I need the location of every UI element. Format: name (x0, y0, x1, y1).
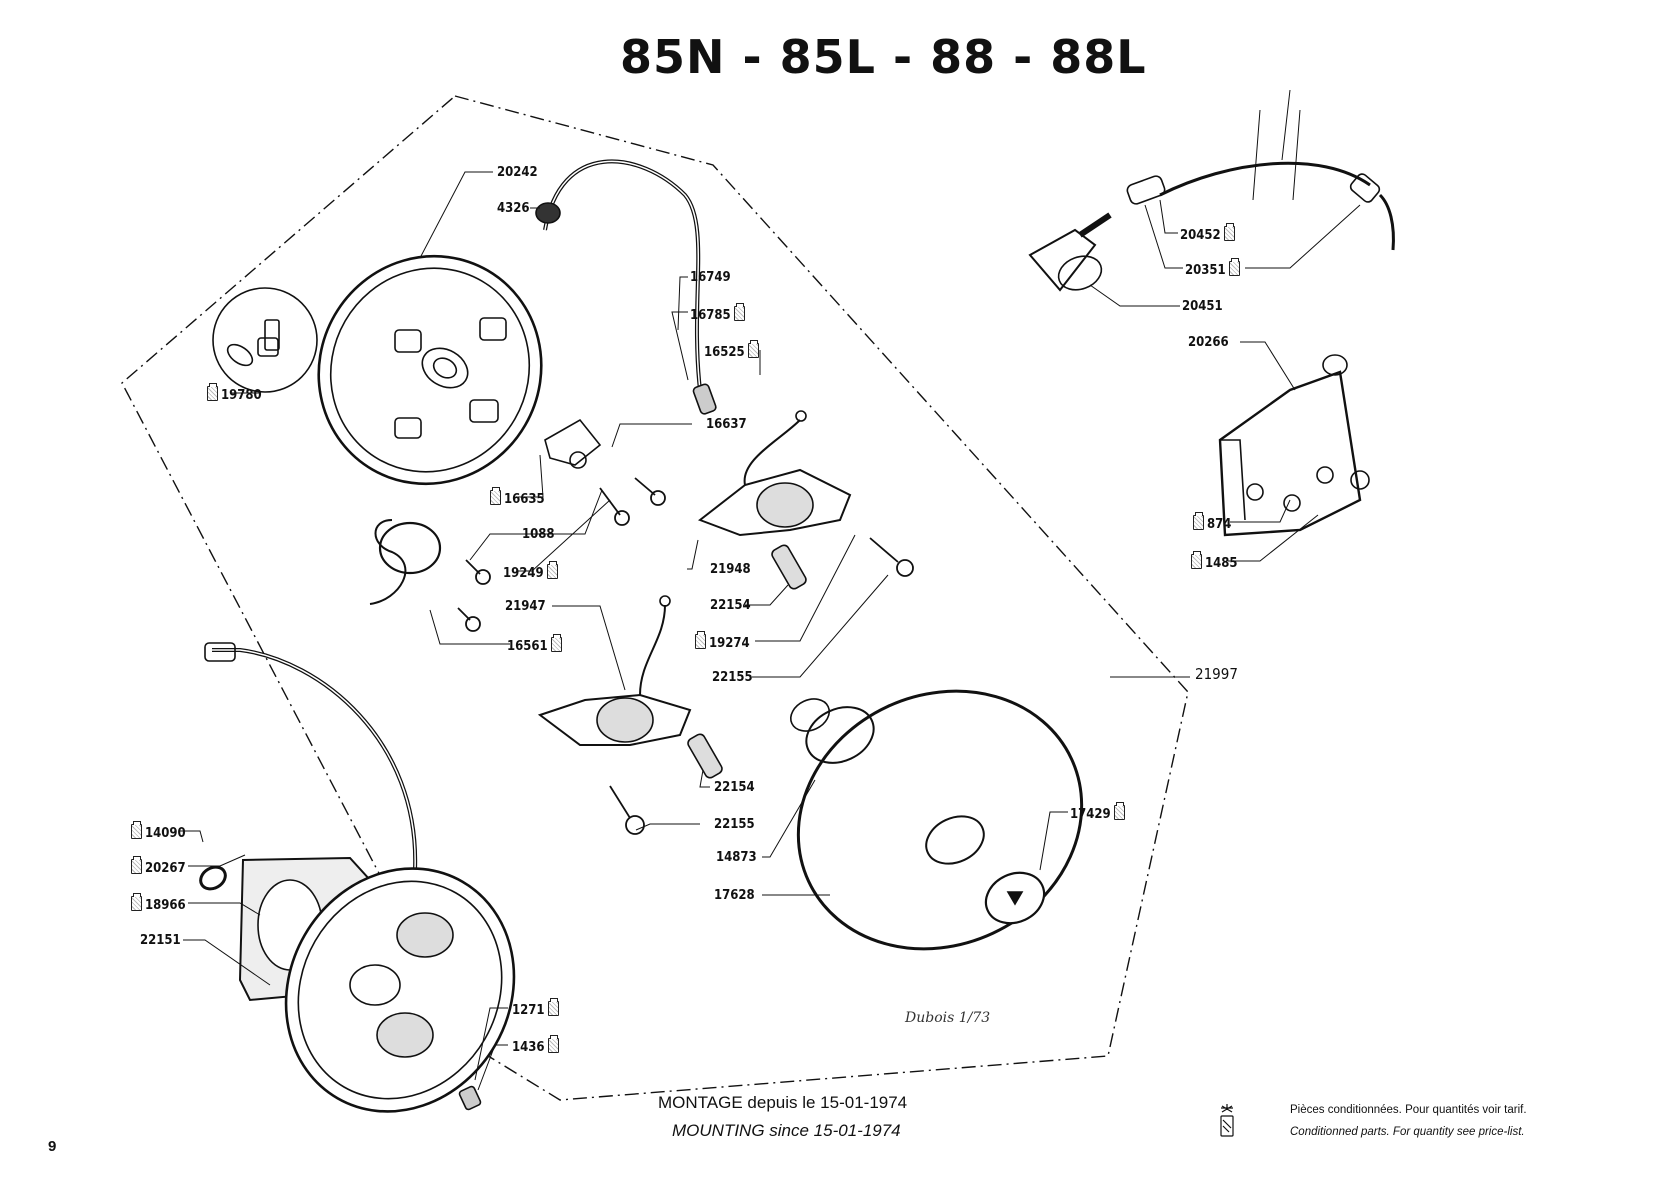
conditioned-icon (733, 303, 745, 321)
part-label: 20452 (1180, 223, 1238, 244)
condenser-drawing (369, 519, 442, 605)
conditioned-icon (747, 340, 759, 358)
part-label: 20451 (1182, 299, 1223, 314)
lower-stator-drawing (199, 642, 516, 1113)
signature: Dubois 1/73 (905, 1010, 991, 1026)
conditioned-icon (131, 893, 142, 911)
conditioned-icon (695, 631, 706, 649)
conditioned-icon (546, 561, 558, 579)
wire-16749 (543, 159, 702, 391)
conditioned-icon (1223, 223, 1235, 241)
conditioned-icon (547, 998, 559, 1016)
flywheel-drawing (789, 689, 1084, 951)
diagram-title: 85N - 85L - 88 - 88L (620, 30, 1147, 84)
part-label: 20351 (1185, 258, 1243, 279)
page-number: 9 (48, 1138, 57, 1155)
part-label: 22154 (710, 598, 751, 613)
part-label: 22155 (712, 670, 753, 685)
footer-en: MOUNTING since 15-01-1974 (672, 1121, 901, 1140)
part-label: 874 (1190, 512, 1231, 533)
conditioned-icon (547, 1035, 559, 1053)
conditioned-icon (1113, 802, 1125, 820)
part-label: 16561 (507, 634, 565, 655)
part-label: 16525 (704, 340, 762, 361)
coil-21947-drawing (537, 595, 692, 746)
ht-coil-drawing (1218, 354, 1370, 537)
part-label: 17429 (1070, 802, 1128, 823)
part-label: 19274 (692, 631, 750, 652)
part-label: 1436 (512, 1035, 562, 1056)
assembly-boundary (121, 95, 1189, 1101)
part-label: 20267 (128, 856, 186, 877)
legend-en: Conditionned parts. For quantity see pri… (1290, 1126, 1525, 1138)
part-label: 19780 (204, 383, 262, 404)
part-label: 16749 (690, 270, 731, 285)
detail-circle-19780 (212, 287, 318, 393)
part-label: 4326 (497, 201, 530, 216)
part-label: 1088 (522, 527, 555, 542)
part-label: 20266 (1188, 335, 1229, 350)
part-label: 22151 (140, 933, 181, 948)
part-label: 19249 (503, 561, 561, 582)
part-label: 22155 (714, 817, 755, 832)
part-label: 20242 (497, 165, 538, 180)
footer-fr: MONTAGE depuis le 15-01-1974 (658, 1093, 908, 1112)
part-label: 1271 (512, 998, 562, 1019)
part-label: 14873 (716, 850, 757, 865)
part-label: 16785 (690, 303, 748, 324)
assembly-label: 21997 (1195, 665, 1238, 683)
part-label: 1485 (1188, 551, 1238, 572)
coil-21948-drawing (697, 410, 852, 537)
part-label: 17628 (714, 888, 755, 903)
spark-plug-cap-drawing (1028, 89, 1395, 292)
conditioned-icon (490, 487, 501, 505)
part-label: 21947 (505, 599, 546, 614)
conditioned-icon (207, 383, 218, 401)
part-label: 14090 (128, 821, 186, 842)
conditioned-parts-icon (1218, 1104, 1236, 1137)
conditioned-icon (131, 821, 142, 839)
conditioned-icon (131, 856, 142, 874)
conditioned-icon (1193, 512, 1204, 530)
legend-fr: Pièces conditionnées. Pour quantités voi… (1290, 1104, 1527, 1116)
part-label: 21948 (710, 562, 751, 577)
conditioned-icon (1228, 258, 1240, 276)
part-label: 18966 (128, 893, 186, 914)
part-label: 16635 (487, 487, 545, 508)
part-label: 22154 (714, 780, 755, 795)
conditioned-icon (1191, 551, 1202, 569)
leader-lines (180, 171, 1361, 1091)
part-label: 16637 (706, 417, 747, 432)
stator-plate-drawing (317, 254, 543, 486)
conditioned-icon (550, 634, 562, 652)
